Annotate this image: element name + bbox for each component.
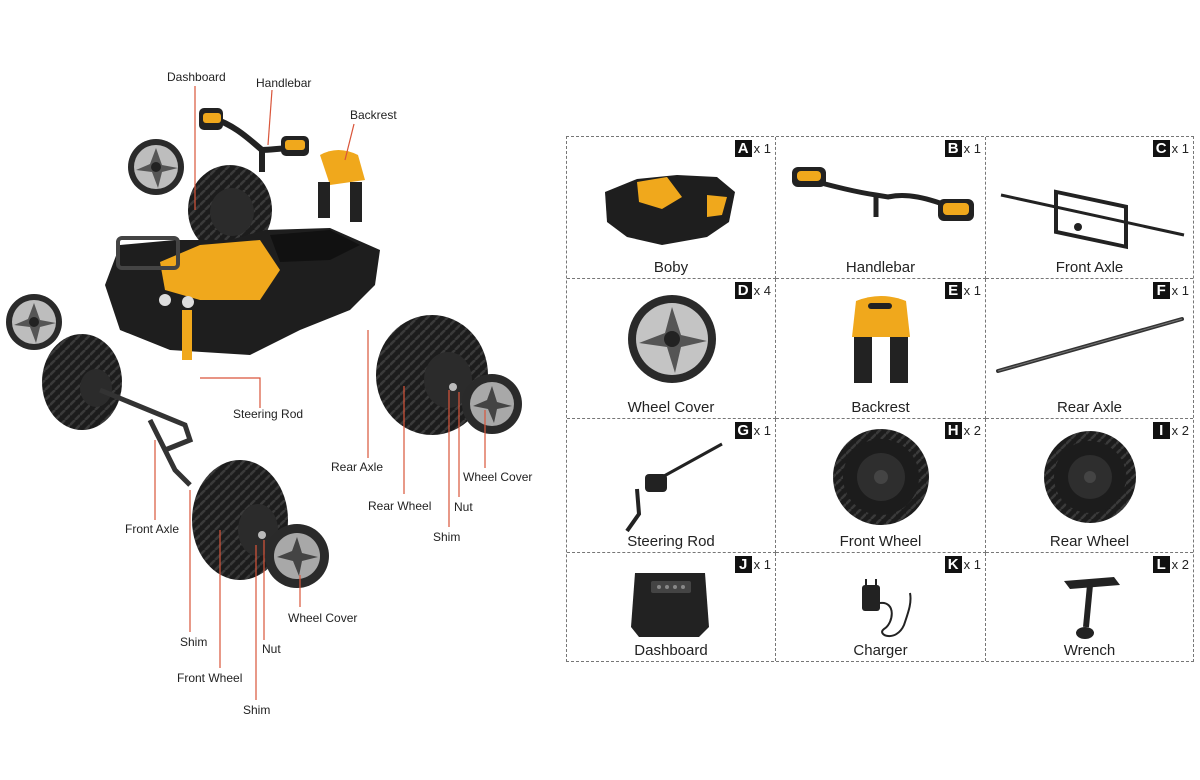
part-quantity: x 2 — [963, 423, 981, 438]
backrest-icon — [318, 150, 365, 222]
part-letter: L — [1152, 556, 1170, 573]
label-dashboard: Dashboard — [167, 70, 226, 84]
part-letter: B — [944, 140, 962, 157]
handlebar-icon — [792, 167, 974, 221]
part-quantity: x 1 — [1171, 141, 1189, 156]
label-steering-rod: Steering Rod — [233, 407, 304, 421]
steering-rod-icon — [625, 442, 723, 533]
rear-axle-icon — [996, 317, 1184, 373]
label-front-axle: Front Axle — [125, 522, 180, 536]
wheel-cover-icon — [628, 295, 716, 383]
part-quantity: x 1 — [753, 141, 771, 156]
dashboard-icon — [631, 573, 709, 637]
handlebar-icon — [199, 108, 309, 172]
part-name: Rear Axle — [1056, 399, 1123, 416]
part-quantity: x 1 — [753, 557, 771, 572]
part-name: Backrest — [851, 399, 910, 416]
part-name: Handlebar — [845, 259, 916, 276]
body-icon — [105, 228, 380, 360]
label-nut-front: Nut — [262, 642, 281, 656]
label-shim-front-top: Shim — [180, 635, 208, 649]
tire-icon — [376, 315, 522, 435]
part-name: Dashboard — [634, 642, 708, 659]
wheel-cover-icon — [6, 294, 62, 350]
part-name: Front Axle — [1055, 259, 1124, 276]
part-letter: G — [734, 422, 752, 439]
label-shim-front-bottom: Shim — [243, 703, 271, 717]
part-quantity: x 4 — [753, 283, 771, 298]
front-axle-icon — [1000, 189, 1185, 250]
part-quantity: x 2 — [1171, 423, 1189, 438]
charger-icon — [862, 579, 912, 637]
part-quantity: x 2 — [1171, 557, 1189, 572]
label-front-wheel: Front Wheel — [177, 671, 243, 685]
part-letter: H — [944, 422, 962, 439]
front-wheel-icon — [833, 429, 929, 525]
wheel-cover-icon — [128, 139, 184, 195]
label-rear-axle: Rear Axle — [331, 460, 384, 474]
part-name: Steering Rod — [627, 533, 715, 550]
label-wheel-cover-front: Wheel Cover — [288, 611, 358, 625]
part-quantity: x 1 — [753, 423, 771, 438]
tire-icon — [42, 334, 194, 487]
part-name: Boby — [653, 259, 689, 276]
label-backrest: Backrest — [350, 108, 397, 122]
exploded-assembly-diagram: Dashboard Handlebar Backrest Steering Ro… — [0, 0, 560, 780]
part-quantity: x 1 — [963, 283, 981, 298]
backrest-icon — [852, 296, 910, 383]
label-handlebar: Handlebar — [256, 76, 312, 90]
part-letter: C — [1152, 140, 1170, 157]
part-name: Wrench — [1063, 642, 1116, 659]
leader-lines — [154, 86, 486, 700]
wrench-icon — [1064, 577, 1120, 639]
part-letter: I — [1152, 422, 1170, 439]
body-icon — [605, 175, 735, 245]
part-letter: D — [734, 282, 752, 299]
part-letter: K — [944, 556, 962, 573]
part-name: Rear Wheel — [1049, 533, 1130, 550]
part-name: Wheel Cover — [627, 399, 715, 416]
rear-wheel-icon — [1044, 431, 1136, 523]
part-quantity: x 1 — [1171, 283, 1189, 298]
part-quantity: x 1 — [963, 557, 981, 572]
part-letter: E — [944, 282, 962, 299]
part-letter: J — [734, 556, 752, 573]
tire-icon — [188, 165, 272, 255]
label-wheel-cover-rear: Wheel Cover — [463, 470, 533, 484]
part-letter: F — [1152, 282, 1170, 299]
label-rear-wheel: Rear Wheel — [368, 499, 432, 513]
part-name: Front Wheel — [839, 533, 922, 550]
part-quantity: x 1 — [963, 141, 981, 156]
label-nut-rear: Nut — [454, 500, 473, 514]
label-shim-rear: Shim — [433, 530, 461, 544]
tire-icon — [192, 460, 329, 588]
part-letter: A — [734, 140, 752, 157]
part-name: Charger — [853, 642, 908, 659]
exploded-view-illustration — [6, 86, 522, 700]
